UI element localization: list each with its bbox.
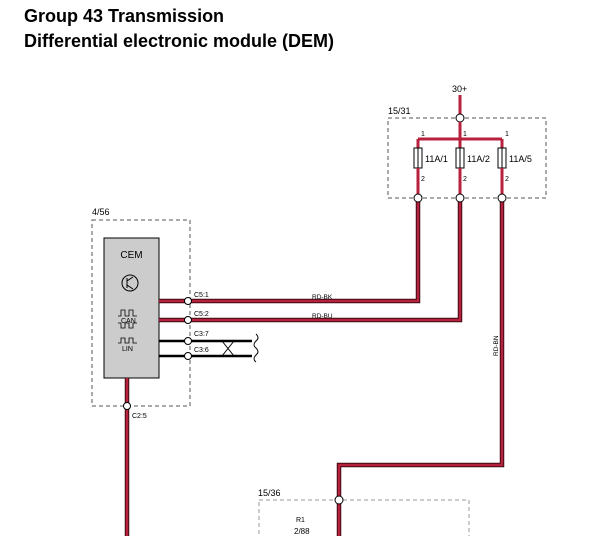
connector-label: C3:7 [194,331,209,338]
wire-rd-bk-outline [159,198,421,304]
terminal-11a-5-out [497,193,507,203]
page-subtitle: Differential electronic module (DEM) [24,31,335,51]
wire-label-rd-bu: RD-BU [312,313,333,320]
supply-terminal [455,113,465,123]
fuse-label: 11A/5 [509,154,532,164]
can-label: CAN [121,318,136,325]
twisted-pair-icon [221,340,235,357]
terminal-c5-2 [184,316,192,324]
wire-rd-bn-outline [336,198,505,536]
terminal-11a-1-out [413,193,423,203]
fuse-pin-bottom: 2 [463,176,467,183]
connector-label: C5:2 [194,311,209,318]
wire-rd-bn [337,198,504,536]
terminal-11a-2-out [455,193,465,203]
terminal-c5-1 [184,297,192,305]
transistor-icon [121,274,139,292]
fusebox-outline [387,117,547,199]
dem-box-label: 15/36 [258,488,281,498]
terminal-c3-6 [184,352,192,360]
connector-label: C5:1 [194,292,209,299]
terminal-dem-in [334,495,344,505]
terminal-c2-5 [123,402,131,410]
cem-name: CEM [120,250,142,261]
cem-module [103,237,160,379]
fuse-11a-5: 1 11A/5 2 [497,131,532,198]
fuse-pin-bottom: 2 [421,176,425,183]
lin-label: LIN [122,346,133,353]
wire-rd-bk [159,198,420,303]
can-waveform-icon [118,309,137,329]
lin-waveform-icon [118,337,137,344]
connector-label: C3:6 [194,347,209,354]
fuse-label: 11A/2 [467,154,490,164]
supply-label: 30+ [452,84,467,94]
wire-rd-bu [159,198,462,322]
wire-label-rd-bk: RD-BK [312,294,333,301]
wire-break-icon [253,333,259,363]
fuse-pin-top: 1 [421,131,425,138]
dem-component-label: R1 [296,517,305,524]
fuse-11a-1: 1 11A/1 2 [413,131,448,198]
connector-label-c2-5: C2:5 [132,413,147,420]
wire-label-rd-bn: RD-BN [493,335,500,356]
fuse-11a-2: 1 11A/2 2 [455,131,490,198]
dem-pin-label: 2/88 [294,527,310,536]
terminal-c3-7 [184,337,192,345]
cem-outer-label: 4/56 [92,207,110,217]
fuse-pin-bottom: 2 [505,176,509,183]
fuse-pin-top: 1 [463,131,467,138]
fusebox-label: 15/31 [388,106,411,116]
fuse-pin-top: 1 [505,131,509,138]
cem-outline [91,219,191,407]
fuse-label: 11A/1 [425,154,448,164]
dem-box-outline [258,499,470,536]
page-title: Group 43 Transmission [24,6,225,26]
